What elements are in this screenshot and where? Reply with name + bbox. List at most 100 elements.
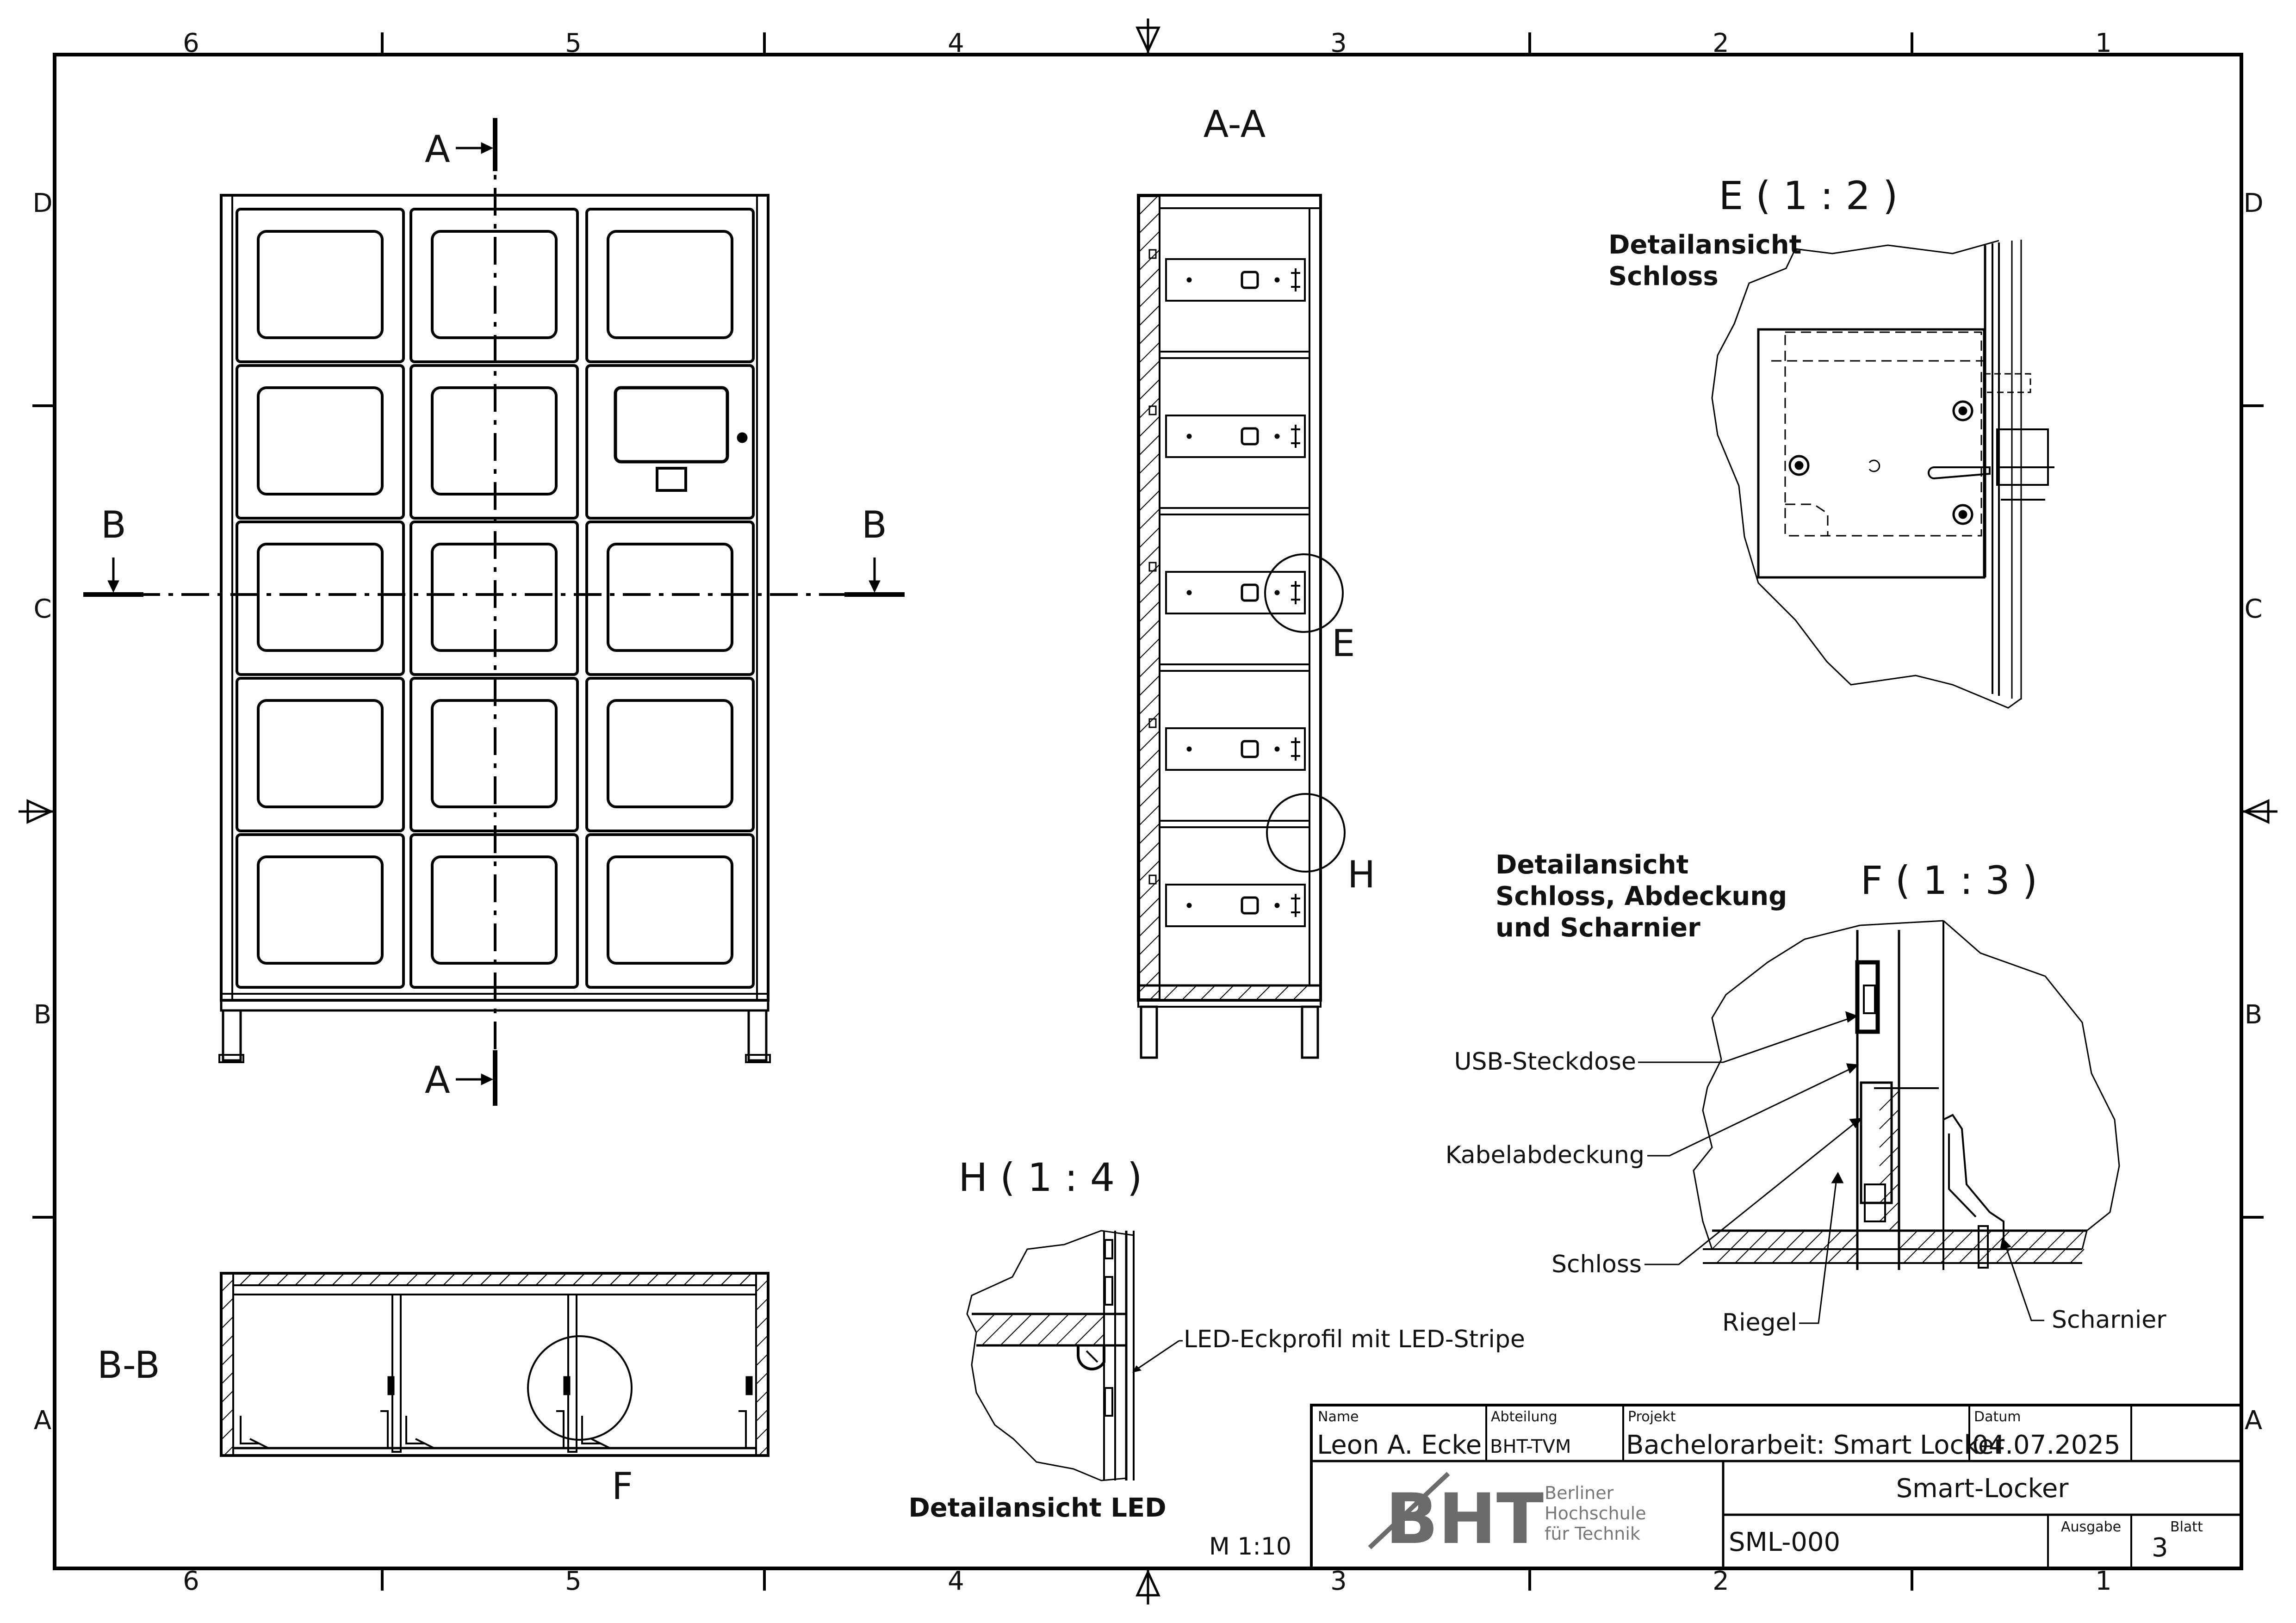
shelf bbox=[1159, 351, 1310, 359]
hatch-line bbox=[332, 1273, 345, 1286]
screw bbox=[1186, 434, 1192, 439]
screw bbox=[1186, 277, 1192, 283]
tb-datum-value: 04.07.2025 bbox=[1972, 1430, 2121, 1460]
door-window bbox=[607, 543, 733, 652]
hatch-line bbox=[221, 1390, 234, 1403]
door-window bbox=[257, 230, 384, 339]
hatch-line bbox=[1139, 823, 1160, 844]
hatch-line bbox=[1293, 985, 1308, 1000]
detail-circle-e bbox=[1264, 553, 1344, 633]
hatch-line bbox=[1753, 1230, 1787, 1264]
bracket bbox=[1148, 874, 1157, 885]
hatch-line bbox=[406, 1273, 419, 1286]
locker-door bbox=[585, 208, 755, 363]
detail-h-hatching bbox=[976, 1313, 1105, 1346]
hatch-line bbox=[221, 1298, 234, 1311]
hatch-line bbox=[1275, 985, 1290, 1000]
hatch-line bbox=[1139, 268, 1160, 289]
section-aa-view bbox=[1137, 194, 1322, 1059]
hatch-line bbox=[1139, 582, 1160, 604]
hatch-line bbox=[1139, 749, 1160, 770]
hatch-line bbox=[756, 1372, 769, 1385]
hatch-line bbox=[646, 1273, 659, 1286]
marker-b-right: B bbox=[862, 503, 887, 546]
scale-label: M 1:10 bbox=[1209, 1533, 1291, 1561]
detail-f-hatching bbox=[1712, 1091, 2085, 1264]
detail-f-title: F ( 1 : 3 ) bbox=[1861, 858, 2038, 903]
screw bbox=[1274, 903, 1280, 908]
hatch-line bbox=[276, 1273, 289, 1286]
hatch-line bbox=[221, 1409, 234, 1422]
hatch-line bbox=[1092, 1334, 1105, 1346]
lock-box bbox=[1165, 727, 1306, 771]
hatch-line bbox=[1139, 694, 1160, 715]
hatch-line bbox=[1219, 985, 1234, 1000]
grid-labels: 6 5 4 3 2 1 6 5 4 3 2 1 D C B A D C B A bbox=[32, 28, 2263, 1596]
hatch-line bbox=[981, 1313, 1014, 1346]
grid-col-3-bottom: 3 bbox=[1330, 1566, 1347, 1596]
hatch-line bbox=[756, 1353, 769, 1366]
lock-unit bbox=[1241, 896, 1259, 915]
lock-box bbox=[1165, 571, 1306, 614]
detail-h-caption: Detailansicht LED bbox=[908, 1493, 1166, 1523]
bracket bbox=[1148, 249, 1157, 259]
hatch-line bbox=[1716, 1230, 1750, 1264]
hatch-line bbox=[1139, 805, 1160, 826]
detail-f-caption-3: und Scharnier bbox=[1496, 913, 1700, 943]
hatch-line bbox=[1139, 212, 1160, 234]
hatch-line bbox=[1139, 305, 1160, 326]
hatch-line bbox=[239, 1273, 252, 1286]
grid-col-5-bottom: 5 bbox=[565, 1566, 582, 1596]
hatch-line bbox=[1712, 1230, 1731, 1250]
hatch-line bbox=[1139, 619, 1160, 641]
tb-blatt-label: Blatt bbox=[2170, 1519, 2203, 1535]
lock-unit bbox=[1241, 583, 1259, 602]
locker-door bbox=[236, 364, 405, 520]
hatch-line bbox=[1809, 1230, 1842, 1264]
detail-f-view bbox=[1693, 920, 2120, 1270]
hatch-line bbox=[1139, 545, 1160, 567]
screw bbox=[1186, 746, 1192, 752]
hatch-line bbox=[1139, 286, 1160, 308]
hatch-line bbox=[1238, 985, 1253, 1000]
hatch-line bbox=[1899, 1230, 1918, 1250]
hatch-line bbox=[665, 1273, 678, 1286]
bracket bbox=[1148, 562, 1157, 572]
door-grid bbox=[236, 208, 755, 989]
hatch-line bbox=[1139, 379, 1160, 400]
detail-circles bbox=[527, 553, 1346, 1441]
front-view bbox=[218, 194, 771, 1063]
hatch-line bbox=[1139, 934, 1160, 955]
lock-unit bbox=[1241, 427, 1259, 446]
card-reader bbox=[656, 467, 687, 492]
hatch-line bbox=[2051, 1230, 2085, 1264]
hatch-line bbox=[1055, 1313, 1088, 1346]
hatch-line bbox=[2033, 1230, 2066, 1264]
hatch-line bbox=[1139, 731, 1160, 752]
hatch-line bbox=[1879, 1184, 1899, 1203]
hatch-line bbox=[1888, 1221, 1899, 1231]
locker-door bbox=[585, 364, 755, 520]
tb-projekt-label: Projekt bbox=[1628, 1409, 1676, 1425]
tb-abteilung-label: Abteilung bbox=[1491, 1409, 1558, 1425]
hatch-line bbox=[756, 1427, 769, 1440]
grid-col-6-bottom: 6 bbox=[183, 1566, 199, 1596]
callout-kabelabdeckung: Kabelabdeckung bbox=[1446, 1141, 1644, 1169]
lock-unit bbox=[1241, 271, 1259, 289]
locker-door bbox=[236, 520, 405, 676]
hatch-line bbox=[1879, 1165, 1899, 1185]
hatch-line bbox=[1139, 601, 1160, 622]
grid-col-2-top: 2 bbox=[1713, 28, 1729, 58]
hatch-line bbox=[1139, 471, 1160, 493]
hatch-line bbox=[258, 1273, 271, 1286]
hatch-line bbox=[628, 1273, 641, 1286]
hatch-line bbox=[2014, 1230, 2048, 1264]
grid-row-b-right: B bbox=[2245, 1000, 2262, 1030]
hatch-line bbox=[1139, 196, 1158, 215]
hatch-line bbox=[1139, 675, 1160, 696]
bht-logo-line-2: Hochschule bbox=[1545, 1503, 1646, 1524]
grid-row-a-right: A bbox=[2245, 1406, 2262, 1436]
hatch-line bbox=[591, 1273, 604, 1286]
callout-schloss: Schloss bbox=[1551, 1251, 1642, 1278]
hatch-line bbox=[1018, 1313, 1051, 1346]
